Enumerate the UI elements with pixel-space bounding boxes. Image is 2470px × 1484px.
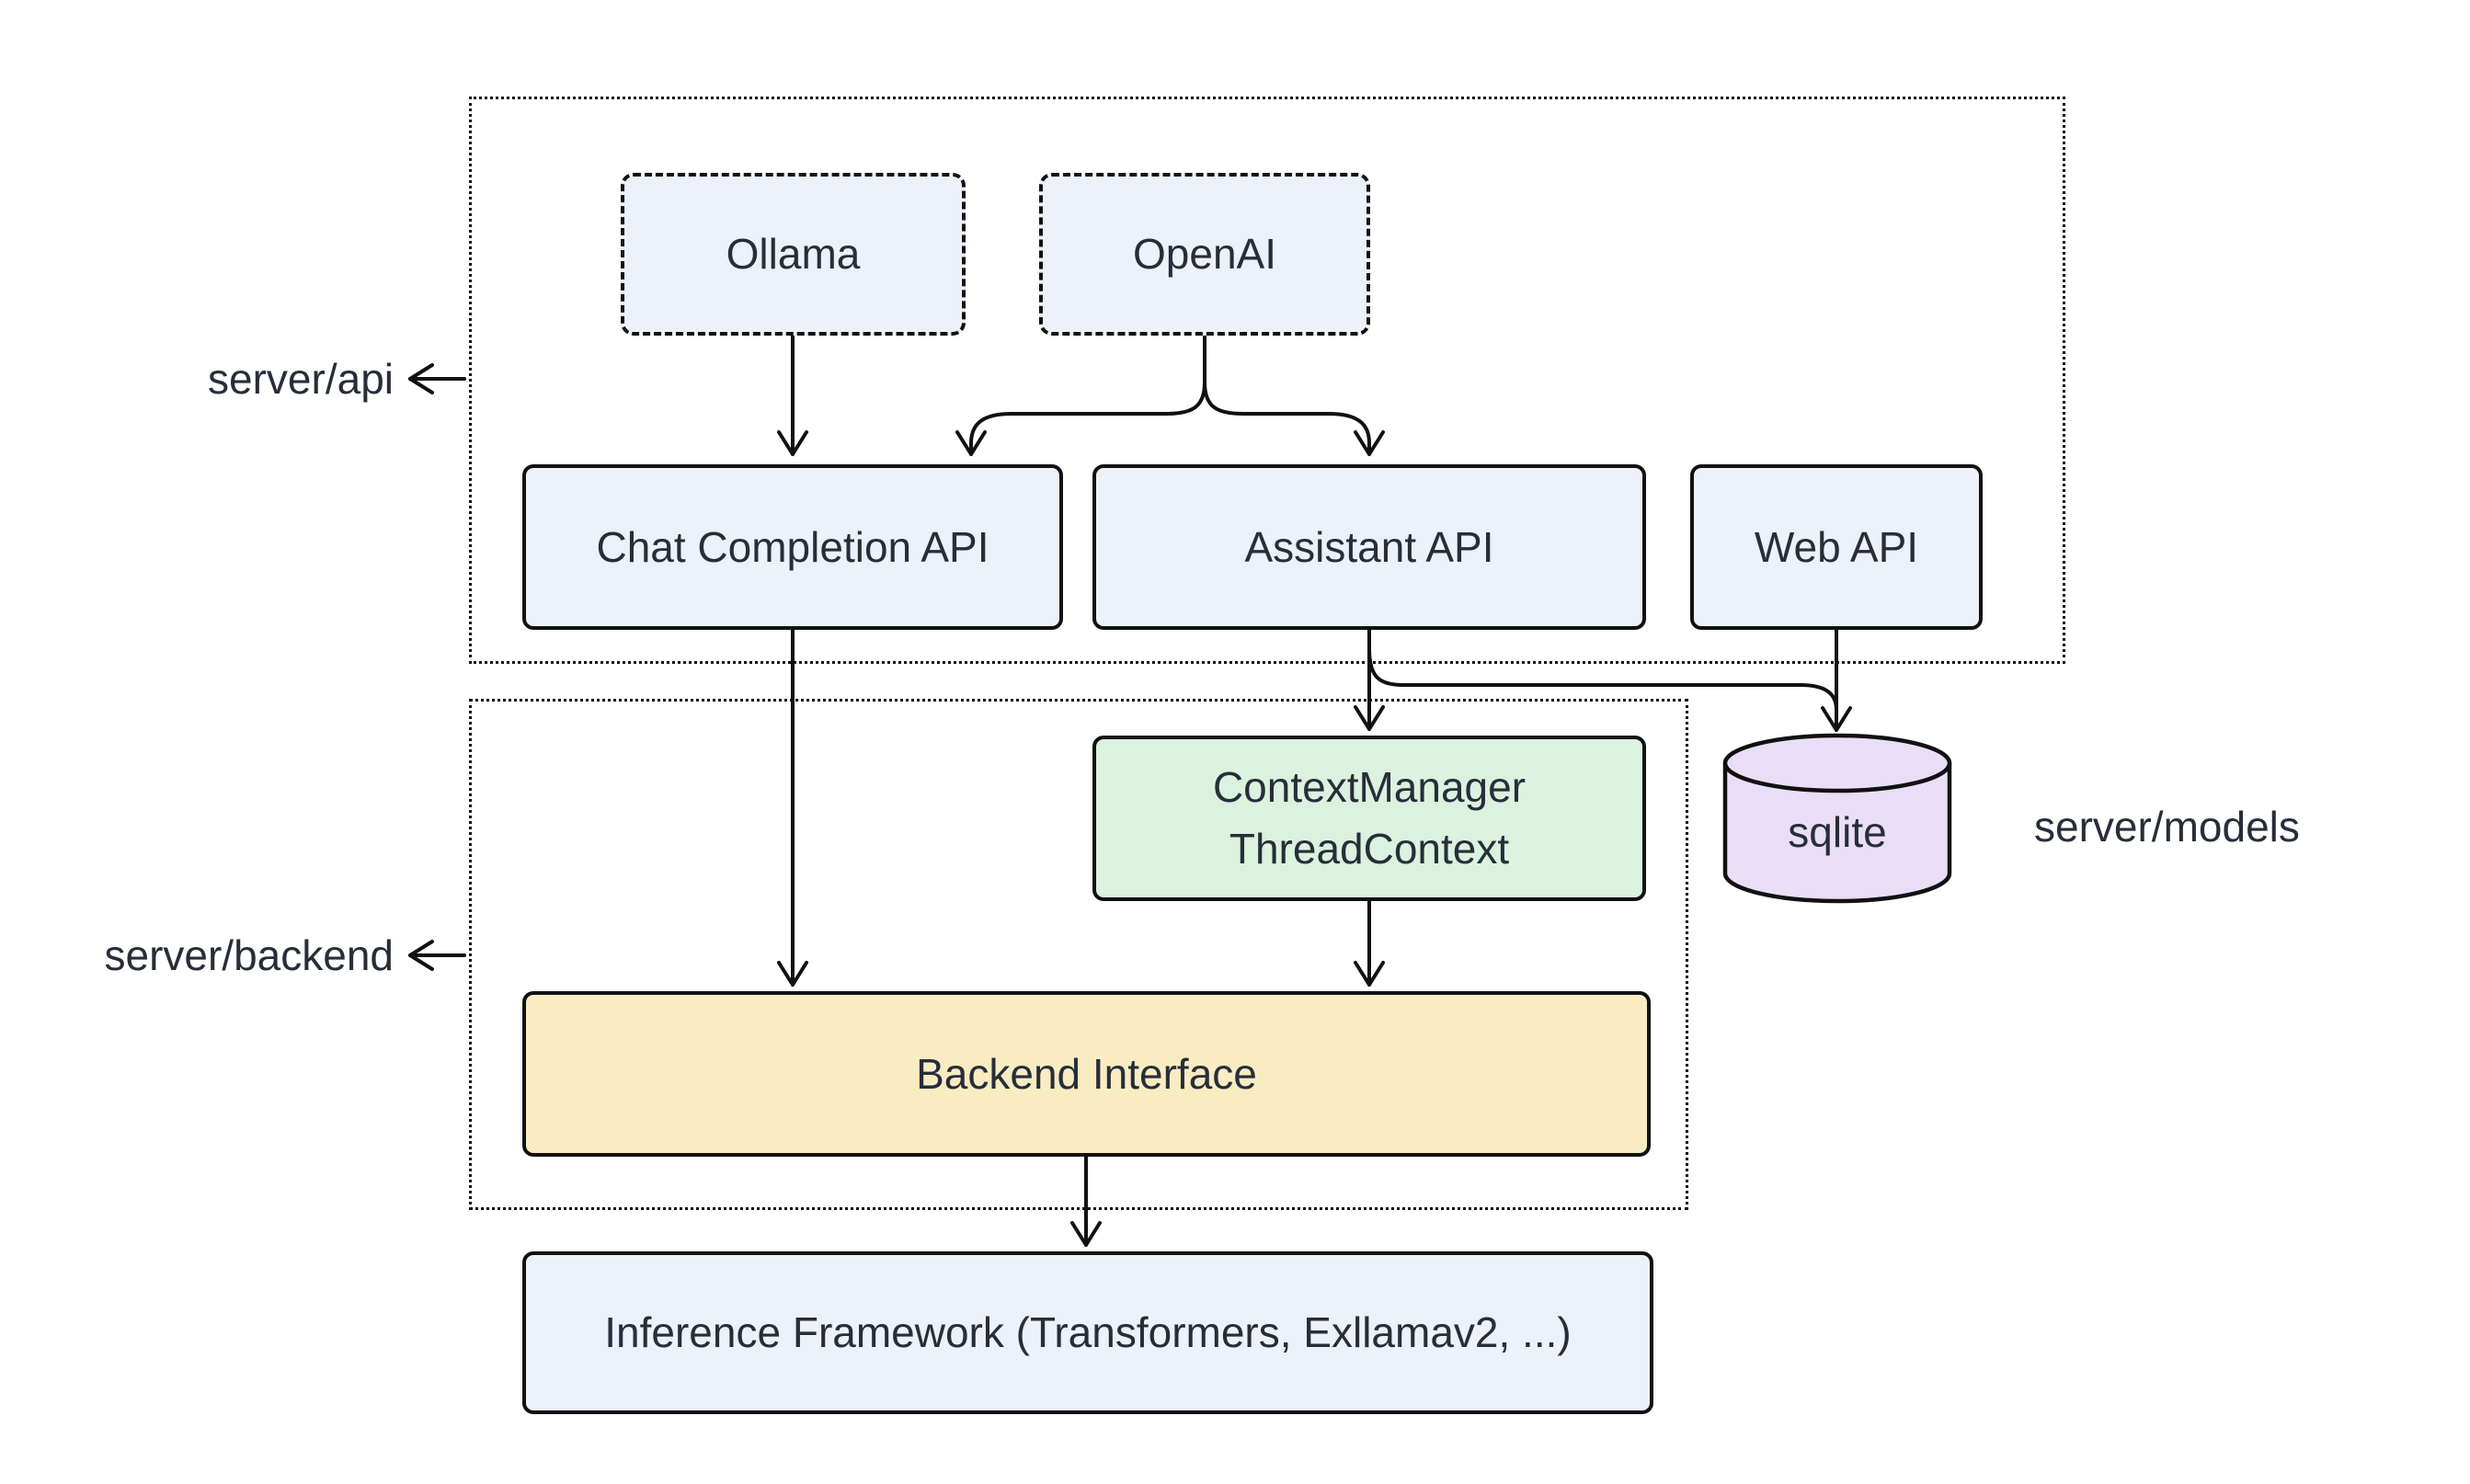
node-ollama: Ollama [621,173,966,336]
node-web-api: Web API [1690,464,1983,630]
node-openai: OpenAI [1039,173,1370,336]
node-backend-interface-label: Backend Interface [916,1049,1257,1098]
sqlite-cylinder [1722,733,1952,904]
node-context-manager: ContextManager ThreadContext [1092,736,1646,901]
context-manager-line2: ThreadContext [1229,825,1510,873]
node-context-manager-label: ContextManager ThreadContext [1213,757,1526,879]
node-sqlite-label: sqlite [1788,808,1887,856]
node-openai-label: OpenAI [1133,230,1276,279]
node-web-api-label: Web API [1754,522,1919,571]
context-manager-line1: ContextManager [1212,763,1527,812]
node-ollama-label: Ollama [726,230,861,279]
node-backend-interface: Backend Interface [522,991,1651,1157]
edge-openai-to-assistant [1203,334,1385,456]
node-inference-framework: Inference Framework (Transformers, Exlla… [522,1251,1653,1414]
node-assistant-api-label: Assistant API [1244,522,1494,571]
edge-openai-to-chat-completion [955,334,1206,456]
label-server-models: server/models [2034,803,2300,850]
edge-assistant-to-sqlite [1367,647,1838,712]
node-assistant-api: Assistant API [1092,464,1646,630]
region-server-api [469,97,2065,664]
label-server-api: server/api [208,355,394,403]
node-chat-completion-api-label: Chat Completion API [596,522,989,571]
sqlite-cylinder-body [1722,763,1952,904]
node-inference-framework-label: Inference Framework (Transformers, Exlla… [604,1308,1572,1357]
node-chat-completion-api: Chat Completion API [522,464,1063,630]
label-server-backend: server/backend [104,931,395,979]
region-server-backend [469,699,1688,1210]
sqlite-cylinder-top [1722,733,1952,793]
